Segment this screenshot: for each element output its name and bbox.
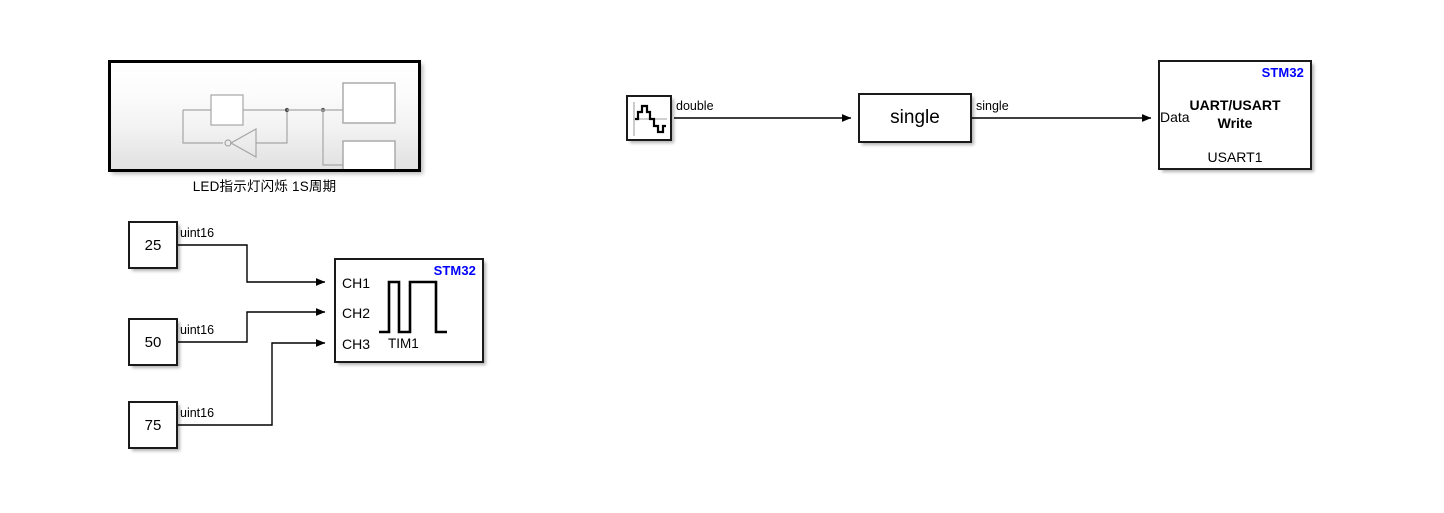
data-type-conversion-block[interactable]: single [858, 93, 972, 143]
constant-value: 75 [144, 416, 162, 434]
signal-label-uint16-ch3: uint16 [180, 406, 215, 420]
signal-label-uint16-ch1: uint16 [180, 226, 215, 240]
port-label-ch3: CH3 [342, 336, 371, 352]
subsystem-preview-icon [182, 82, 396, 169]
constant-block-25[interactable]: 25 [128, 221, 178, 269]
constant-value: 50 [144, 333, 162, 351]
conversion-label: single [890, 107, 940, 128]
signal-label-uint16-ch2: uint16 [180, 323, 215, 337]
port-label-ch1: CH1 [342, 275, 371, 291]
signal-label-double: double [676, 99, 714, 113]
uart-title-line1: UART/USART [1189, 97, 1281, 113]
pwm-waveform-icon [379, 280, 447, 334]
vendor-tag-stm32: STM32 [1261, 65, 1304, 80]
led-blink-subsystem-block[interactable] [108, 60, 421, 172]
vendor-tag-stm32: STM32 [433, 263, 476, 278]
signal-source-block[interactable] [626, 95, 672, 141]
pwm-output-block[interactable]: STM32 CH1 CH2 CH3 TIM1 [334, 258, 484, 363]
constant-block-50[interactable]: 50 [128, 318, 178, 366]
peripheral-label-tim1: TIM1 [388, 336, 419, 351]
uart-peripheral-label: USART1 [1207, 149, 1263, 165]
signal-label-single: single [976, 99, 1009, 113]
uart-write-block[interactable]: STM32 UART/USART Write USART1 [1158, 60, 1312, 170]
constant-value: 25 [144, 236, 162, 254]
port-label-data: Data [1160, 109, 1190, 125]
stepped-sine-icon [631, 100, 669, 138]
uart-title-line2: Write [1217, 115, 1253, 131]
port-label-ch2: CH2 [342, 305, 371, 321]
subsystem-caption: LED指示灯闪烁 1S周期 [192, 179, 337, 194]
wire-const25-to-ch1 [178, 244, 326, 286]
constant-block-75[interactable]: 75 [128, 401, 178, 449]
